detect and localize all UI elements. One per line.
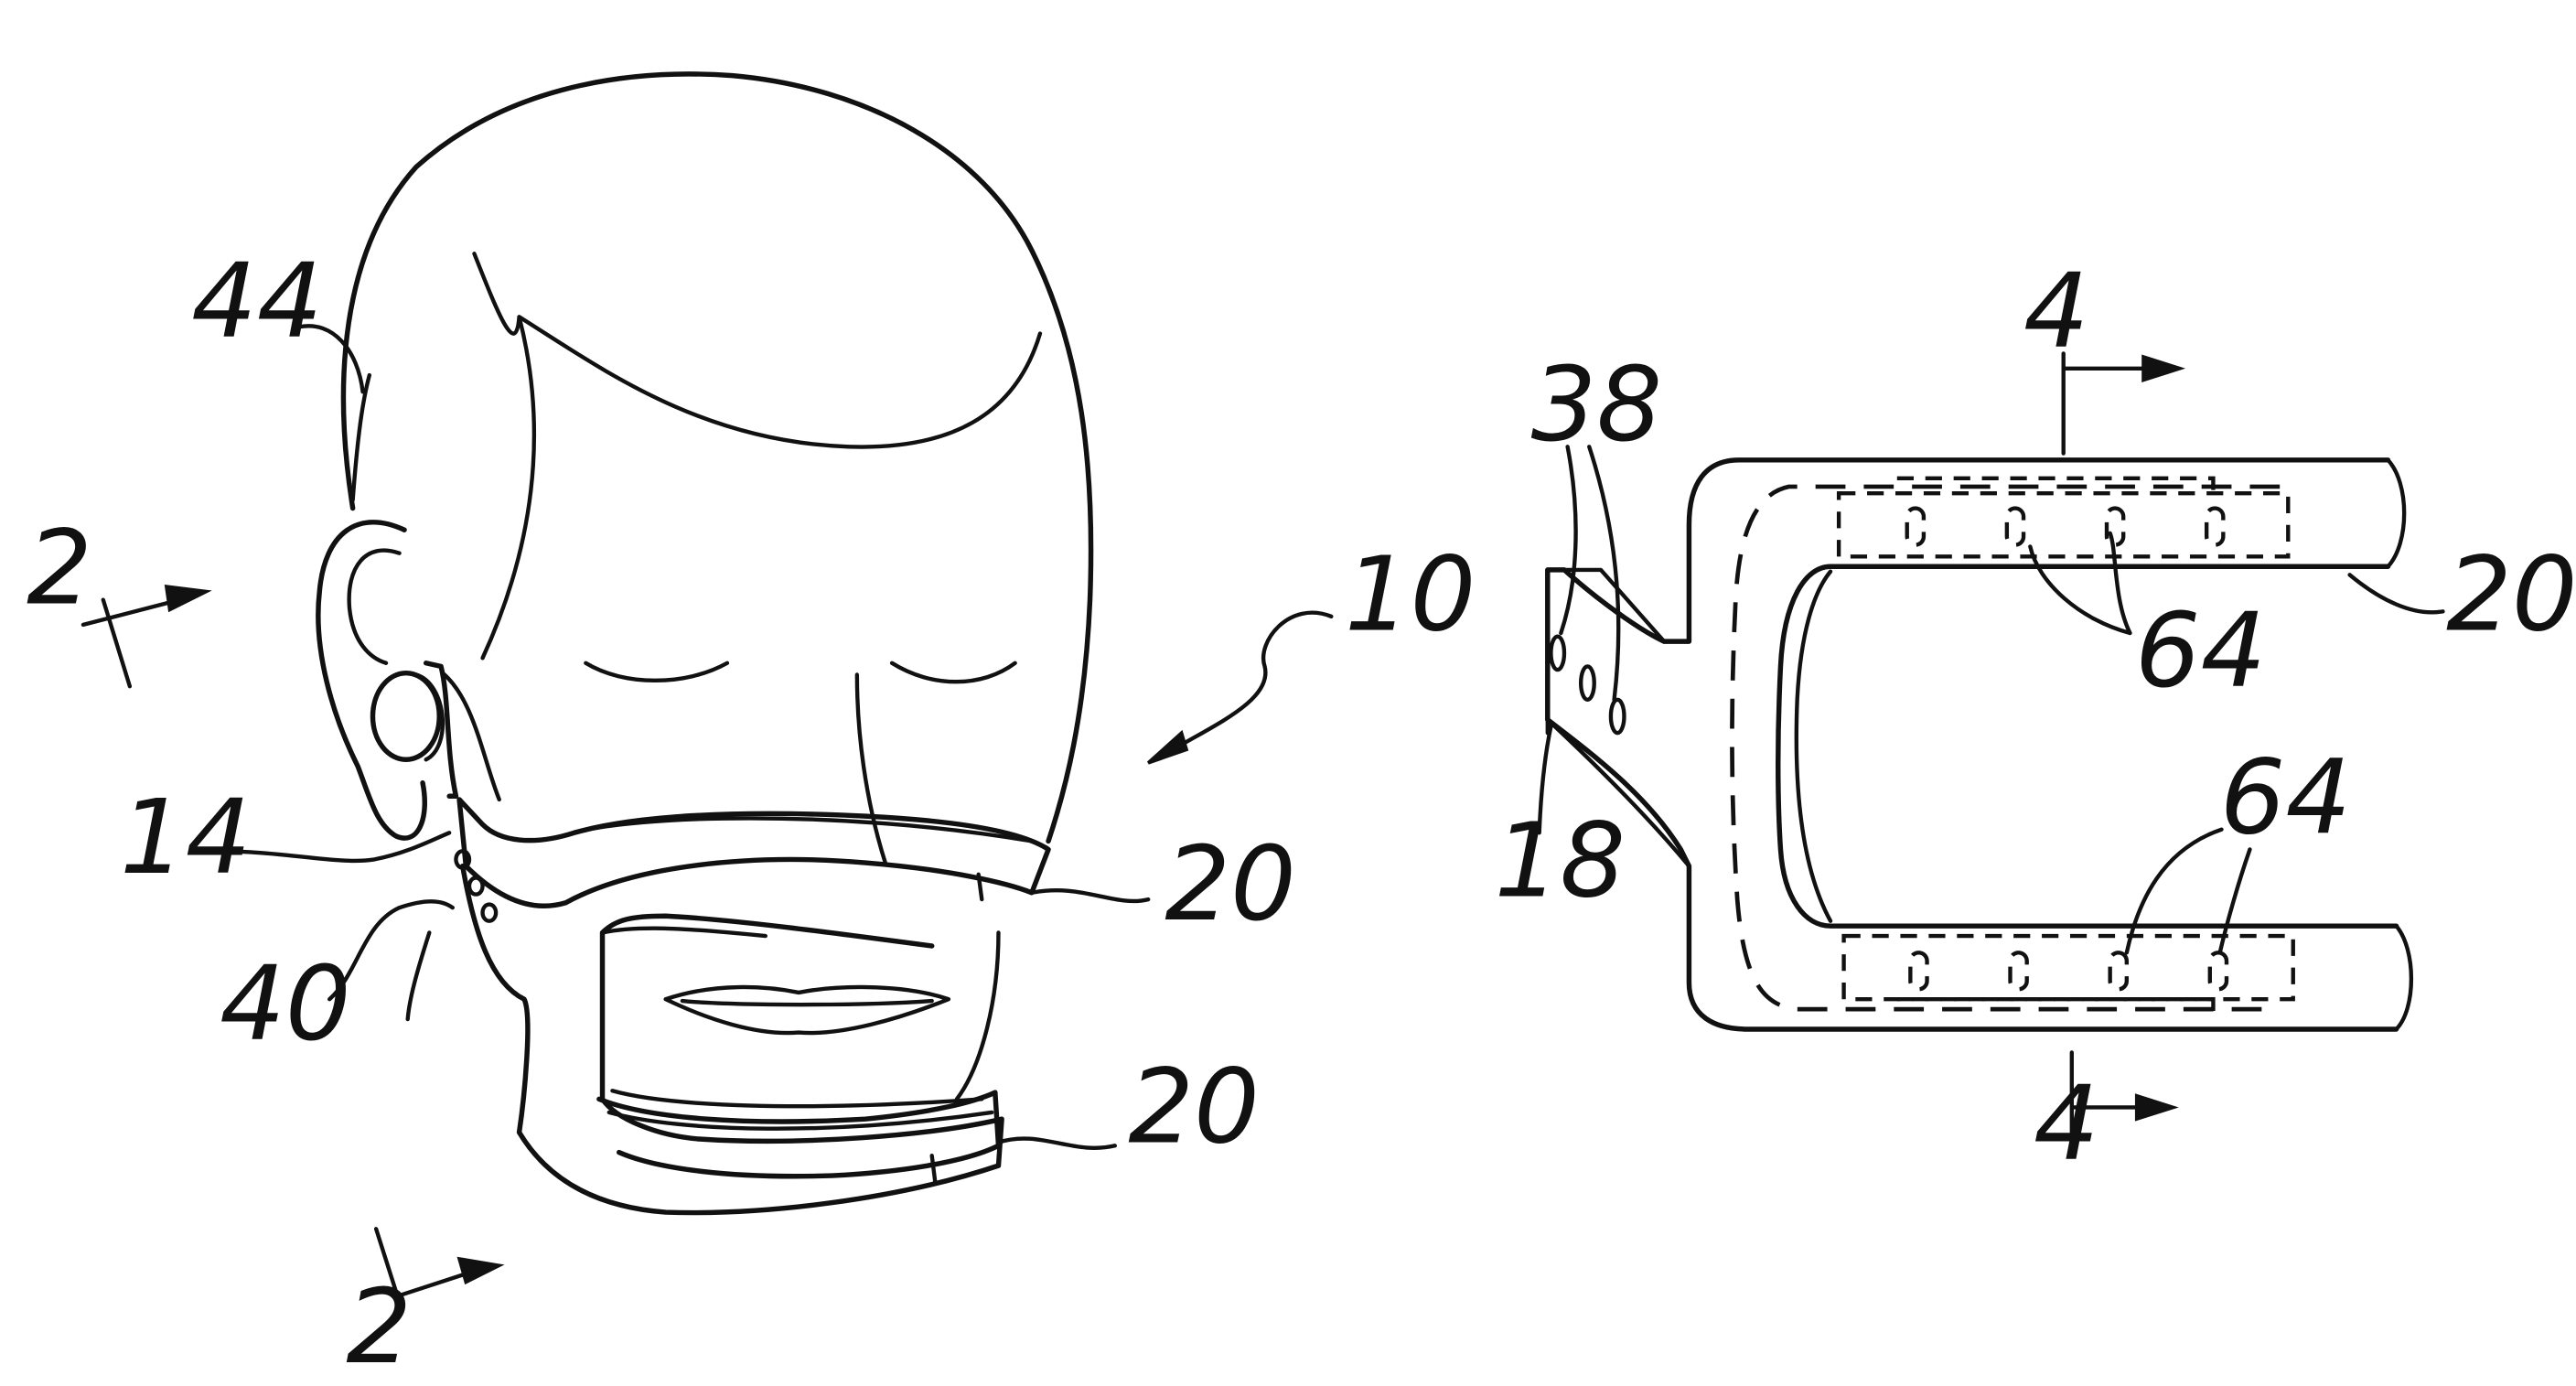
lips (663, 984, 951, 1036)
ear-outline (316, 520, 427, 841)
label-40: 40 (220, 943, 350, 1064)
section-4-bottom-line (2069, 1050, 2149, 1134)
label-4-bottom: 4 (2034, 1063, 2099, 1184)
eye-left (584, 661, 730, 682)
lower-strap-inner (606, 1110, 994, 1131)
lower-slot-3 (2108, 951, 2130, 992)
strap-plan-figure: 38 18 20 64 64 4 4 (1495, 251, 2576, 1184)
label-64-lower: 64 (2220, 736, 2352, 857)
label-2-top: 2 (27, 507, 92, 628)
upper-slot-1 (1905, 506, 1927, 547)
upper-strap-tick (976, 872, 984, 902)
leader-20-right (2347, 573, 2445, 615)
section-4-bottom-arrowhead (2134, 1093, 2179, 1122)
upper-strap (456, 797, 1051, 908)
leader-64-lower-a (2124, 827, 2224, 955)
label-20-lower: 20 (1128, 1047, 1259, 1167)
leader-64-lower-b (2217, 847, 2252, 955)
section-4-top-arrowhead (2141, 354, 2186, 382)
chin-cup-outline (459, 863, 1004, 1216)
leader-38-a (1559, 445, 1578, 636)
strap-screw-3 (480, 902, 499, 923)
earpiece-knob (370, 670, 442, 762)
label-2-bottom: 2 (346, 1266, 412, 1386)
leader-64-upper (2028, 531, 2132, 636)
upper-pocket-outline (1836, 491, 2291, 559)
upper-strap-inner (572, 816, 1035, 843)
leader-18 (1537, 724, 1553, 835)
label-18: 18 (1495, 800, 1626, 920)
label-14: 14 (120, 777, 252, 897)
ear-lobe-line (350, 372, 372, 502)
leader-20-upper (1029, 887, 1151, 904)
label-20-upper: 20 (1165, 823, 1296, 944)
nose-line (854, 672, 887, 865)
leader-10 (1171, 610, 1334, 752)
section-2-bottom-arrowhead (456, 1256, 505, 1285)
label-4-top: 4 (2023, 251, 2089, 371)
section-2-top-line (80, 597, 182, 689)
hole-38-3 (1608, 697, 1626, 736)
ear-inner (347, 548, 402, 665)
leader-20-lower (996, 1136, 1117, 1150)
earpiece-knob-side (413, 672, 445, 762)
lip-line (680, 998, 934, 1007)
leader-14 (192, 831, 452, 864)
hole-38-1 (1549, 634, 1567, 672)
upper-slot-4 (2204, 506, 2226, 547)
upper-slot-3 (2104, 506, 2126, 547)
section-2-bottom-line (373, 1227, 468, 1305)
lower-slot-4 (2207, 951, 2229, 992)
upper-pocket-bar (1896, 476, 2216, 500)
strap-inner-rim (1794, 569, 1833, 923)
head-figure: 44 14 40 10 20 20 2 2 (27, 71, 1476, 1386)
strap-inner-outline (1776, 564, 2399, 929)
leader-40 (327, 899, 455, 1002)
upper-slot-2 (2004, 506, 2026, 547)
temple-line (480, 315, 537, 661)
leader-38-b (1587, 445, 1621, 702)
lower-slot-1 (1908, 951, 1929, 992)
strap-end-bottom (2394, 923, 2414, 1032)
chin-cup-window-lower (610, 1089, 984, 1109)
lower-slot-2 (2008, 951, 2029, 992)
chin-curve (954, 930, 1001, 1101)
eye-right (889, 661, 1017, 684)
strap-flange-side (1545, 717, 1691, 868)
neck-back (405, 930, 432, 1022)
hole-38-2 (1578, 664, 1596, 702)
label-20-right: 20 (2446, 533, 2576, 654)
lower-pocket-bar (1896, 997, 2216, 1013)
lower-strap (596, 1090, 1002, 1179)
chin-cup-window (600, 926, 767, 939)
label-38: 38 (1531, 344, 1663, 465)
strap-dashed-outline (1730, 484, 2281, 1012)
section-2-top-arrowhead (164, 584, 212, 613)
side-strap-edge (440, 671, 501, 802)
leader-44 (297, 324, 365, 394)
strap-screw-2 (467, 876, 485, 897)
strap-end-top (2386, 457, 2407, 569)
lower-strap-tick (929, 1154, 938, 1185)
hairline-curve (472, 252, 1043, 449)
label-44: 44 (191, 241, 323, 361)
label-64-upper: 64 (2135, 590, 2267, 711)
head-outline (340, 71, 1094, 844)
label-10: 10 (1345, 533, 1476, 654)
leader-10-arrowhead (1146, 729, 1189, 765)
section-4-top-line (2061, 351, 2152, 456)
